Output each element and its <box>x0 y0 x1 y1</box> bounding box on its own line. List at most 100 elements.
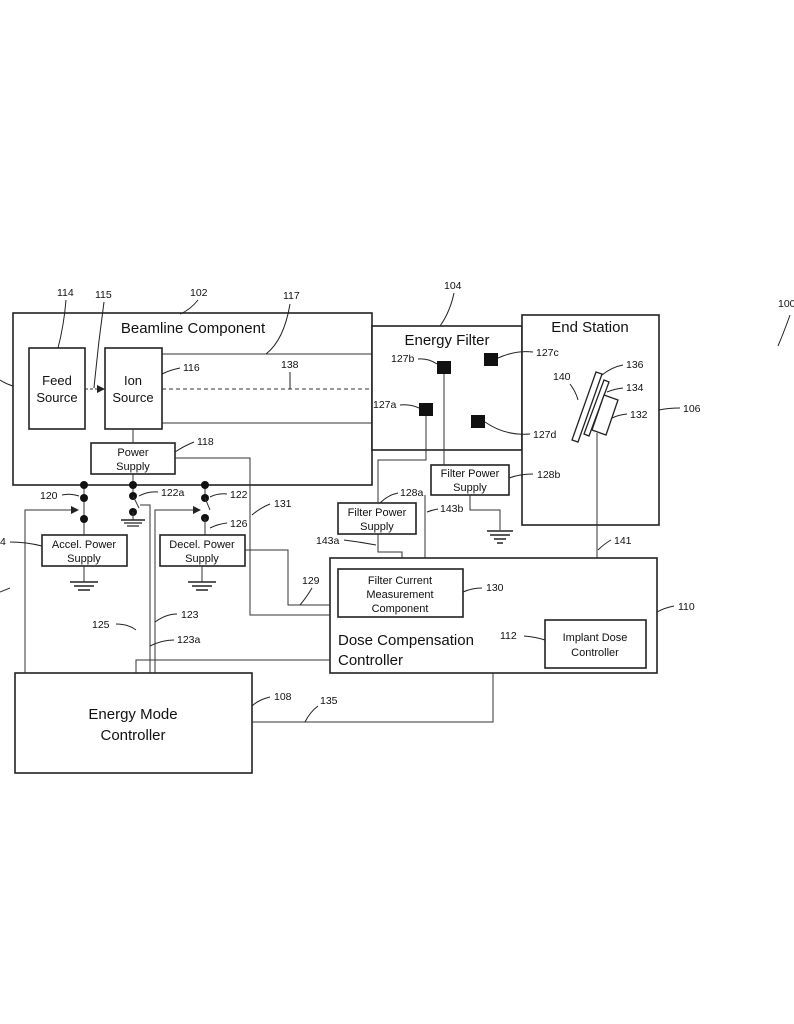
ref-125: 125 <box>92 619 110 631</box>
leader-128b <box>508 473 534 479</box>
beamline-component-label: Beamline Component <box>121 320 266 337</box>
ref-110: 110 <box>678 601 695 613</box>
power-supply-label-2: Supply <box>116 461 150 473</box>
implant-dose-label-2: Controller <box>571 647 619 659</box>
electrode-127c <box>484 353 498 366</box>
ref-136: 136 <box>626 359 644 371</box>
energy-filter-label: Energy Filter <box>404 332 489 349</box>
leader-116 <box>161 367 181 375</box>
wire-left-edge <box>0 587 11 593</box>
ref-122: 122 <box>230 489 248 501</box>
leader-117 <box>265 303 291 355</box>
filter-power-supply-b-box <box>430 464 510 496</box>
energy-mode-label-2: Controller <box>100 727 165 744</box>
ref-129: 129 <box>302 575 320 587</box>
leader-141 <box>597 539 612 551</box>
fps-b-to-ground <box>469 495 501 530</box>
ref-112: 112 <box>500 630 517 642</box>
wire-125 <box>135 659 330 673</box>
ref-123a: 123a <box>177 634 201 646</box>
ref-104: 104 <box>444 280 462 292</box>
implant-dose-controller-box <box>544 619 647 669</box>
leader-136 <box>601 364 624 376</box>
leader-127d <box>484 421 531 435</box>
wire-131 <box>175 457 330 616</box>
filter-power-supply-b-label-2: Supply <box>453 482 487 494</box>
leader-102 <box>179 299 199 315</box>
leader-126 <box>209 522 228 529</box>
leader-125 <box>115 623 137 631</box>
ref-122a: 122a <box>161 487 185 499</box>
ref-127c: 127c <box>536 347 559 359</box>
ref-108: 108 <box>274 691 292 703</box>
leader-104 <box>439 292 455 327</box>
leader-143b <box>426 508 439 513</box>
switch-122a <box>121 474 145 527</box>
implant-dose-label-1: Implant Dose <box>563 632 628 644</box>
leader-122a <box>138 491 159 497</box>
ref-143a: 143a <box>316 535 340 547</box>
control-line-120 <box>24 506 79 673</box>
dose-comp-label-2: Controller <box>338 652 403 669</box>
power-supply-label-1: Power <box>117 447 149 459</box>
leader-118 <box>174 441 195 453</box>
leader-135 <box>304 705 319 723</box>
wire-129 <box>245 549 330 606</box>
leader-129 <box>299 587 313 606</box>
filter-current-measurement-box <box>337 568 464 618</box>
ref-106: 106 <box>683 403 701 415</box>
leader-127b <box>417 358 438 365</box>
ref-141: 141 <box>614 535 632 547</box>
ref-127d: 127d <box>533 429 557 441</box>
leader-114 <box>57 299 67 349</box>
leader-112 <box>523 635 546 641</box>
feed-source-box <box>28 347 86 430</box>
leader-134 <box>606 387 624 393</box>
leader-122 <box>209 493 228 498</box>
ref-116: 116 <box>183 362 200 374</box>
ref-127a: 127a <box>373 399 397 411</box>
ref-127b: 127b <box>391 353 415 365</box>
ground-symbol-filter <box>487 530 513 544</box>
electrode-127d <box>471 415 485 428</box>
decel-label-2: Supply <box>185 553 219 565</box>
ref-118: 118 <box>197 436 214 448</box>
ref-143b: 143b <box>440 503 464 515</box>
ground-decel <box>188 566 216 591</box>
ref-138: 138 <box>281 359 299 371</box>
leader-131 <box>251 503 271 516</box>
leader-123a <box>149 639 175 647</box>
ref-126: 126 <box>230 518 248 530</box>
feed-source-label-2: Source <box>36 390 77 405</box>
ref-123: 123 <box>181 609 199 621</box>
control-line-122a <box>140 504 151 673</box>
ref-102: 102 <box>190 287 208 299</box>
filter-power-supply-b-label-1: Filter Power <box>441 468 500 480</box>
leader-108 <box>251 696 271 707</box>
filter-current-label-1: Filter Current <box>368 575 432 587</box>
leader-127a <box>399 404 420 409</box>
ref-140: 140 <box>553 371 571 383</box>
filter-current-label-2: Measurement <box>366 589 433 601</box>
leader-115 <box>93 301 105 389</box>
wire-135 <box>252 673 494 723</box>
leader-123 <box>154 613 178 623</box>
accel-label-2: Supply <box>67 553 101 565</box>
leader-127c <box>497 351 534 359</box>
dose-comp-label-1: Dose Compensation <box>338 632 474 649</box>
leader-left-edge <box>0 379 14 387</box>
leader-143a <box>343 539 377 546</box>
ref-128b: 128b <box>537 469 561 481</box>
accel-label-1: Accel. Power <box>52 539 117 551</box>
leader-124 <box>9 541 43 547</box>
ref-128a: 128a <box>400 487 424 499</box>
electrode-127b <box>437 361 451 374</box>
electrode-127a <box>419 403 433 416</box>
ref-135: 135 <box>320 695 338 707</box>
decel-label-1: Decel. Power <box>169 539 235 551</box>
switch-120 <box>80 481 88 535</box>
end-station-label: End Station <box>551 319 629 336</box>
filter-current-label-3: Component <box>372 603 429 615</box>
ref-132: 132 <box>630 409 648 421</box>
